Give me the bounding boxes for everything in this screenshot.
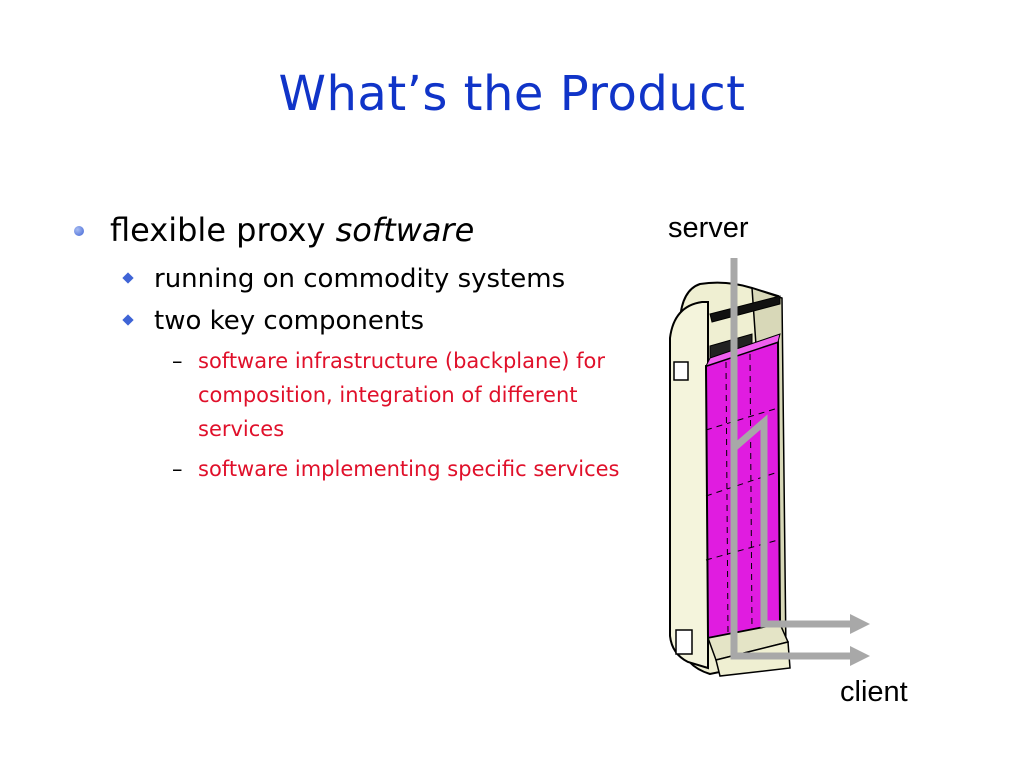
tower-button-top [673,361,689,381]
sub-bullet-components-text: two key components [154,306,425,336]
tower-slot [709,295,781,323]
dash-bullet: – [172,349,183,373]
server-tower-icon [669,258,870,677]
arrow-bottom-icon [850,646,870,666]
subsub-bullet-infrastructure: – software infrastructure (backplane) fo… [72,344,658,446]
server-label: server [668,212,749,244]
subsub-bullet-infrastructure-text: software infrastructure (backplane) for … [198,349,605,441]
tower-case-front [669,301,709,670]
diamond-bullet-icon [122,314,134,326]
dash-bullet: – [172,457,183,481]
tower-button-bottom [675,629,693,655]
subsub-bullet-services: – software implementing specific service… [72,452,658,486]
sub-bullet-components: two key components [72,304,652,338]
bullet-main: flexible proxy software [72,206,652,254]
bullet-list: flexible proxy software running on commo… [72,206,652,486]
bullet-dot-icon [74,226,84,236]
subsub-bullet-services-text: software implementing specific services [198,457,620,481]
diamond-bullet-icon [122,272,134,284]
sub-bullet-commodity-text: running on commodity systems [154,264,566,294]
sub-bullet-commodity: running on commodity systems [72,262,652,296]
bullet-main-emphasis: software [335,211,475,249]
client-label: client [840,676,908,708]
tower-panel [704,340,782,640]
page-title: What’s the Product [278,66,746,122]
bullet-main-text: flexible proxy [110,211,336,249]
data-path [730,258,852,660]
arrow-top-icon [850,614,870,634]
tower-panel-top [705,333,781,367]
tower-panel-lines [705,353,779,635]
